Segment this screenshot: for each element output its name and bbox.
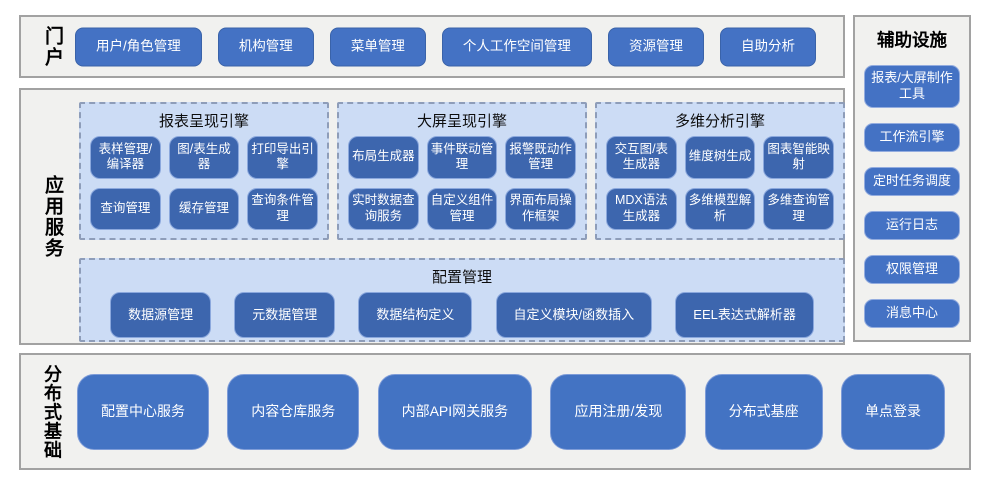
foundation-button-row: 配置中心服务 内容仓库服务 内部API网关服务 应用注册/发现 分布式基座 单点… — [77, 373, 945, 450]
config-management-group: 配置管理 数据源管理 元数据管理 数据结构定义 自定义模块/函数插入 EEL表达… — [79, 258, 845, 342]
report-engine-group: 报表呈现引擎 表样管理/编译器 图/表生成器 打印导出引擎 查询管理 缓存管理 … — [79, 102, 329, 240]
auxiliary-item: 运行日志 — [864, 210, 960, 240]
engine-item: 自定义组件管理 — [426, 187, 498, 230]
engine-button-grid: 布局生成器 事件联动管理 报警既动作管理 实时数据查询服务 自定义组件管理 界面… — [348, 136, 576, 230]
engine-item: 界面布局操作框架 — [505, 187, 576, 230]
engine-item: 报警既动作管理 — [505, 136, 576, 179]
portal-section-label: 门户 — [42, 25, 63, 68]
engine-group-title: 报表呈现引擎 — [158, 113, 249, 130]
auxiliary-item: 权限管理 — [864, 254, 960, 284]
portal-item: 自助分析 — [720, 27, 816, 66]
config-item: EEL表达式解析器 — [675, 292, 814, 338]
engine-item: 打印导出引擎 — [247, 136, 318, 179]
engine-groups: 报表呈现引擎 表样管理/编译器 图/表生成器 打印导出引擎 查询管理 缓存管理 … — [79, 102, 845, 240]
portal-item: 机构管理 — [217, 27, 314, 66]
engine-item: 多维查询管理 — [763, 187, 834, 230]
engine-button-grid: 交互图/表生成器 维度树生成 图表智能映射 MDX语法生成器 多维模型解析 多维… — [606, 136, 834, 230]
engine-item: 查询管理 — [90, 187, 161, 230]
engine-item: 维度树生成 — [684, 136, 756, 179]
foundation-section: 分布式基础 配置中心服务 内容仓库服务 内部API网关服务 应用注册/发现 分布… — [19, 353, 971, 470]
app-services-section-label: 应用服务 — [42, 174, 63, 259]
foundation-item: 内部API网关服务 — [377, 373, 533, 450]
portal-item: 用户/角色管理 — [75, 27, 202, 66]
auxiliary-section: 辅助设施 报表/大屏制作工具 工作流引擎 定时任务调度 运行日志 权限管理 消息… — [853, 15, 971, 342]
engine-item: 表样管理/编译器 — [90, 136, 161, 179]
foundation-item: 分布式基座 — [704, 373, 823, 450]
auxiliary-section-label: 辅助设施 — [877, 30, 947, 50]
bigscreen-engine-group: 大屏呈现引擎 布局生成器 事件联动管理 报警既动作管理 实时数据查询服务 自定义… — [337, 102, 587, 240]
engine-group-title: 大屏呈现引擎 — [416, 113, 507, 130]
foundation-section-label: 分布式基础 — [42, 364, 62, 459]
config-item: 数据源管理 — [110, 292, 212, 338]
engine-item: 实时数据查询服务 — [348, 187, 419, 230]
auxiliary-item: 消息中心 — [864, 298, 960, 328]
engine-item: 图表智能映射 — [763, 136, 834, 179]
portal-item: 菜单管理 — [329, 27, 426, 66]
engine-group-title: 多维分析引擎 — [674, 113, 765, 130]
engine-item: 交互图/表生成器 — [606, 136, 677, 179]
engine-item: MDX语法生成器 — [606, 187, 677, 230]
config-item: 自定义模块/函数插入 — [495, 292, 653, 338]
engine-item: 图/表生成器 — [168, 136, 240, 179]
engine-button-grid: 表样管理/编译器 图/表生成器 打印导出引擎 查询管理 缓存管理 查询条件管理 — [90, 136, 318, 230]
auxiliary-item: 工作流引擎 — [864, 122, 960, 152]
config-item: 元数据管理 — [234, 292, 336, 338]
foundation-item: 单点登录 — [840, 373, 945, 450]
auxiliary-item: 报表/大屏制作工具 — [864, 65, 960, 108]
auxiliary-button-column: 报表/大屏制作工具 工作流引擎 定时任务调度 运行日志 权限管理 消息中心 — [864, 65, 960, 328]
config-group-title: 配置管理 — [431, 269, 492, 286]
engine-item: 多维模型解析 — [684, 187, 756, 230]
portal-section: 门户 用户/角色管理 机构管理 菜单管理 个人工作空间管理 资源管理 自助分析 — [19, 15, 845, 78]
olap-engine-group: 多维分析引擎 交互图/表生成器 维度树生成 图表智能映射 MDX语法生成器 多维… — [595, 102, 845, 240]
auxiliary-item: 定时任务调度 — [864, 166, 960, 196]
engine-item: 缓存管理 — [168, 187, 240, 230]
engine-item: 查询条件管理 — [247, 187, 318, 230]
config-item: 数据结构定义 — [358, 292, 473, 338]
foundation-item: 配置中心服务 — [77, 373, 209, 450]
config-button-row: 数据源管理 元数据管理 数据结构定义 自定义模块/函数插入 EEL表达式解析器 — [87, 292, 837, 338]
foundation-item: 内容仓库服务 — [227, 373, 360, 450]
app-services-section: 应用服务 报表呈现引擎 表样管理/编译器 图/表生成器 打印导出引擎 查询管理 … — [19, 88, 845, 345]
engine-item: 布局生成器 — [348, 136, 419, 179]
portal-item: 资源管理 — [607, 27, 704, 66]
foundation-item: 应用注册/发现 — [550, 373, 687, 450]
portal-button-row: 用户/角色管理 机构管理 菜单管理 个人工作空间管理 资源管理 自助分析 — [75, 27, 816, 66]
portal-item: 个人工作空间管理 — [441, 27, 592, 66]
engine-item: 事件联动管理 — [426, 136, 498, 179]
